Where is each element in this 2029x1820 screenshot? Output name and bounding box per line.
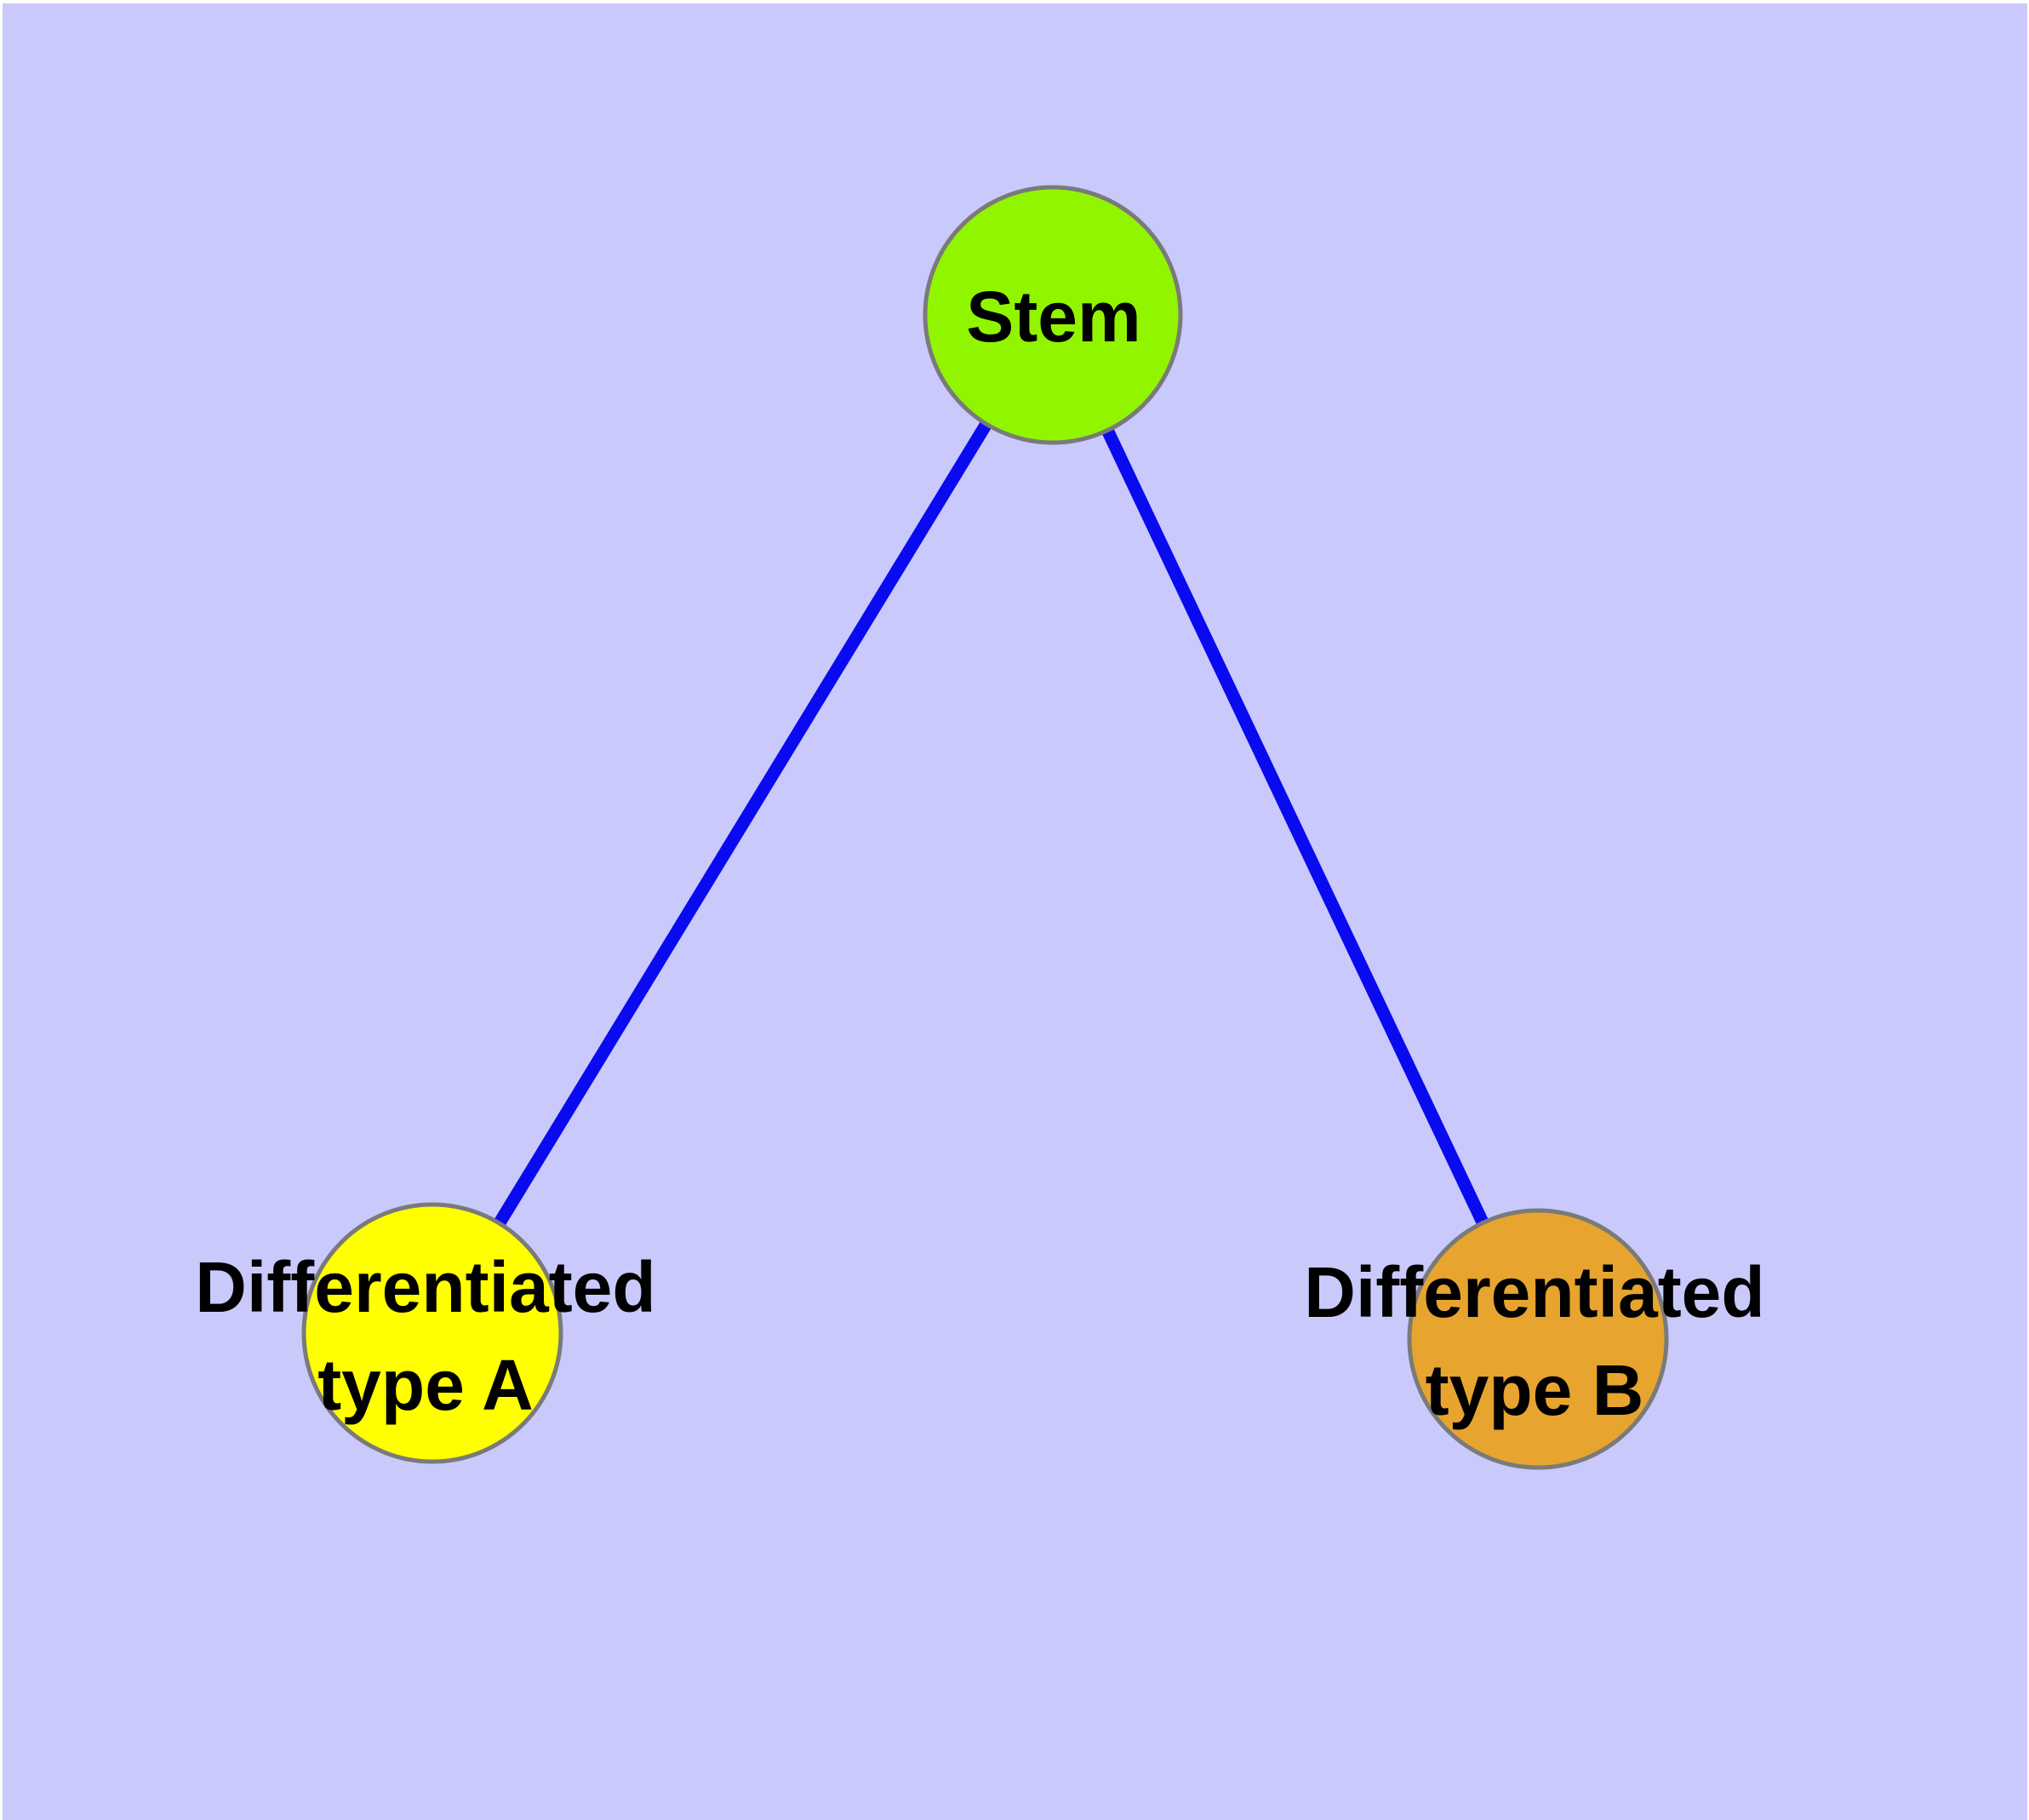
node-type-a-label-line1: Differentiated: [195, 1247, 655, 1327]
node-type-a-label-line2: type A: [317, 1345, 534, 1425]
node-stem-label: Stem: [966, 277, 1140, 357]
edge-stem-to-type-b: [1047, 312, 1544, 1342]
node-stem: [923, 185, 1183, 445]
node-differentiated-type-b: [1407, 1208, 1669, 1470]
edge-stem-to-type-a: [426, 312, 1059, 1336]
node-type-b-label-line2: type B: [1426, 1350, 1644, 1430]
node-differentiated-type-a: [301, 1202, 563, 1464]
node-type-b-label-line1: Differentiated: [1304, 1252, 1764, 1332]
